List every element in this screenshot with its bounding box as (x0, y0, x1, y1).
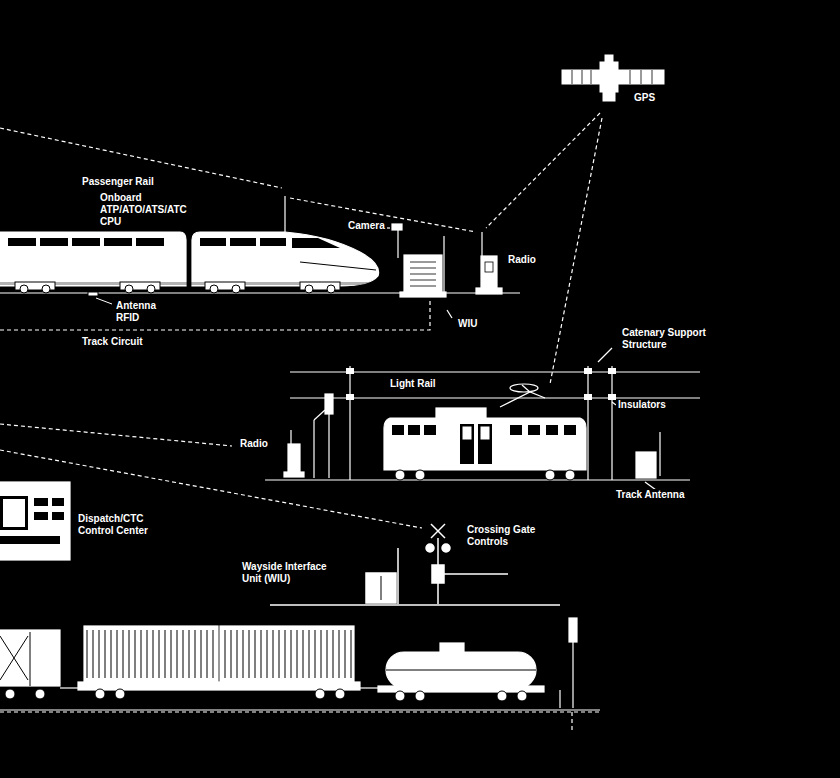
part-label: Camera (346, 220, 387, 232)
part-label: Catenary Support Structure (620, 327, 716, 351)
part-label: Onboard ATP/ATO/ATS/ATC CPU (98, 192, 188, 228)
part-label: Crossing Gate Controls (465, 524, 551, 548)
part-label: Track Antenna (614, 489, 687, 501)
part-label: Radio (506, 254, 538, 266)
rail-type-label: Passenger Rail (80, 176, 156, 188)
part-label: Wayside Interface Unit (WIU) (240, 561, 344, 585)
part-label: Dispatch/CTC Control Center (76, 513, 170, 537)
part-label: WIU (456, 318, 479, 330)
rail-type-label: Light Rail (388, 378, 438, 390)
part-label: Track Circuit (80, 336, 145, 348)
part-label: Antenna RFID (114, 300, 166, 324)
part-label: Radio (238, 438, 270, 450)
part-label: Insulators (616, 399, 668, 411)
gps-label: GPS (632, 92, 657, 104)
